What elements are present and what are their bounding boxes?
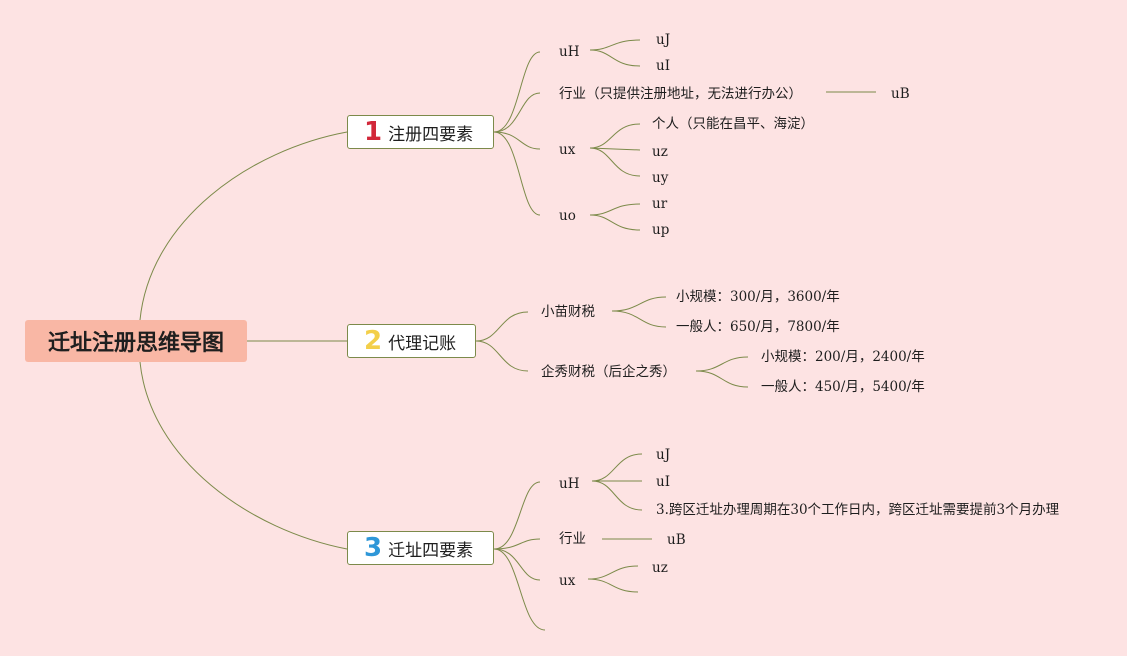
node-uB[interactable]: uB: [667, 532, 686, 548]
number-two-icon: 2: [364, 326, 383, 356]
node-uH[interactable]: uH: [559, 44, 580, 60]
node-uH[interactable]: uH: [559, 476, 580, 492]
branch-register[interactable]: 1 注册四要素: [347, 115, 494, 149]
node-qx-general[interactable]: 一般人：450/月，5400/年: [761, 379, 925, 395]
node-uI[interactable]: uI: [656, 474, 671, 490]
node-uI[interactable]: uI: [656, 58, 671, 74]
branch-bookkeeping[interactable]: 2 代理记账: [347, 324, 476, 358]
node-uz[interactable]: uz: [652, 560, 668, 576]
root-title: 迁址注册思维导图: [47, 331, 224, 356]
branch-label: 代理记账: [388, 333, 457, 354]
node-xiaomiao[interactable]: 小苗财税: [541, 304, 595, 320]
node-uy[interactable]: uy: [652, 170, 669, 186]
node-qx-small[interactable]: 小规模：200/月，2400/年: [761, 349, 925, 365]
node-ux[interactable]: ux: [559, 573, 576, 589]
branch-relocation[interactable]: 3 迁址四要素: [347, 531, 494, 565]
branch-label: 迁址四要素: [388, 540, 474, 561]
node-note[interactable]: 3.跨区迁址办理周期在30个工作日内，跨区迁址需要提前3个月办理: [656, 502, 1060, 518]
node-up[interactable]: up: [652, 222, 670, 238]
number-one-icon: 1: [364, 117, 383, 147]
node-xm-general[interactable]: 一般人：650/月，7800/年: [676, 319, 840, 335]
node-uJ[interactable]: uJ: [656, 32, 671, 48]
node-qixiu[interactable]: 企秀财税（后企之秀）: [541, 364, 676, 380]
number-three-icon: 3: [364, 533, 383, 563]
root-node[interactable]: 迁址注册思维导图: [25, 320, 247, 362]
node-personal[interactable]: 个人（只能在昌平、海淀）: [652, 116, 814, 132]
node-ux[interactable]: ux: [559, 142, 576, 158]
branch-label: 注册四要素: [388, 124, 474, 145]
node-uz[interactable]: uz: [652, 144, 668, 160]
node-uB[interactable]: uB: [891, 86, 910, 102]
node-industry[interactable]: 行业: [559, 531, 586, 547]
node-xm-small[interactable]: 小规模：300/月，3600/年: [676, 289, 840, 305]
node-uJ[interactable]: uJ: [656, 447, 671, 463]
node-uo[interactable]: uo: [559, 208, 576, 224]
node-industry[interactable]: 行业（只提供注册地址，无法进行办公）: [559, 86, 802, 102]
node-ur[interactable]: ur: [652, 196, 668, 212]
